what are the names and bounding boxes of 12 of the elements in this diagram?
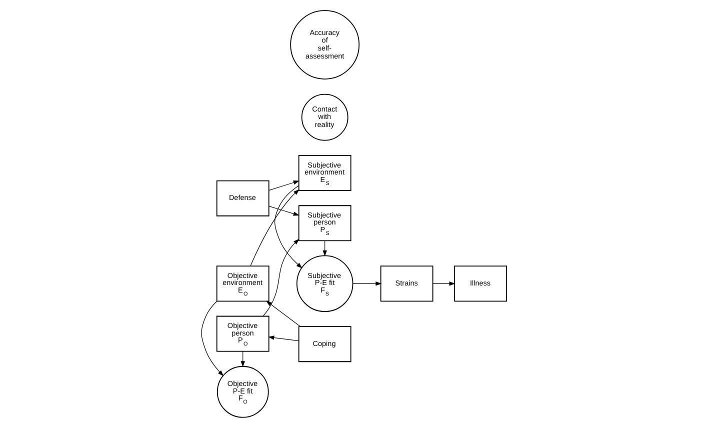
arrow — [322, 240, 326, 256]
arrow — [200, 300, 224, 376]
arrow — [274, 185, 302, 268]
arrow — [432, 282, 455, 286]
arrow — [240, 351, 244, 368]
arrow — [352, 282, 382, 286]
arrow — [268, 336, 298, 342]
arrow — [268, 180, 299, 191]
arrow — [265, 300, 300, 327]
arrow — [250, 189, 299, 266]
arrow — [268, 206, 299, 216]
arrow — [262, 238, 299, 316]
